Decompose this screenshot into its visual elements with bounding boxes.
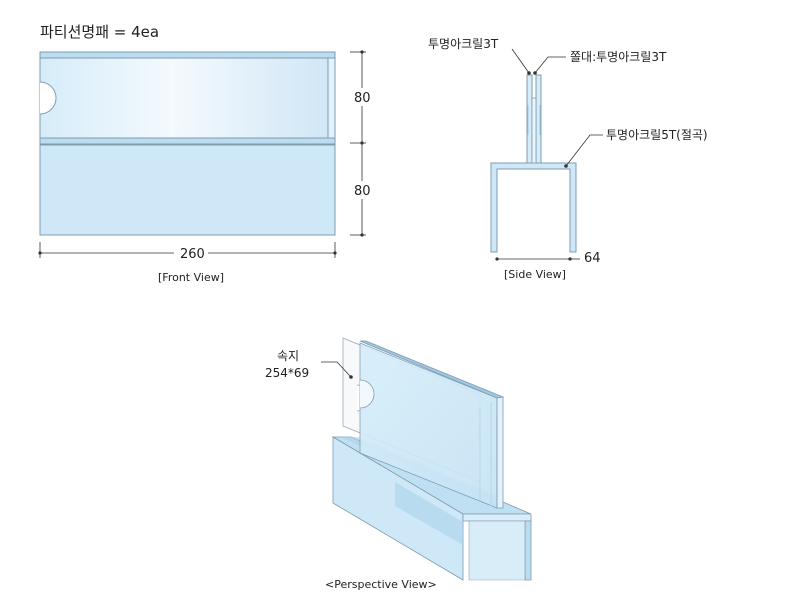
front-dim-bottom-label: 80 — [354, 184, 371, 199]
front-view: 80 80 260 [Front View] — [38, 50, 374, 284]
front-dim-dot — [360, 50, 364, 54]
persp-base-lip — [462, 513, 532, 522]
side-view-caption: [Side View] — [504, 268, 566, 281]
side-label-bent-acrylic: 투명아크릴5T(절곡) — [606, 128, 708, 142]
persp-stand-right-edge — [496, 396, 504, 509]
side-leader-outer — [511, 48, 530, 74]
front-separator-strip — [39, 137, 336, 145]
persp-paper-label: 속지 — [277, 349, 299, 363]
side-spacer-strip — [531, 97, 537, 164]
front-dim-width-label: 260 — [180, 247, 205, 262]
side-view: 투명아크릴3T 쫄대:투명아크릴3T 투명아크릴5T(절곡) 64 [Side … — [428, 37, 708, 281]
side-leader-bent — [565, 134, 603, 167]
front-view-caption: [Front View] — [158, 271, 224, 284]
persp-paper-size: 254*69 — [265, 366, 309, 380]
persp-base-inner — [395, 482, 463, 545]
side-leader-stand — [534, 56, 566, 74]
perspective-view: 속지 254*69 <Perspective View> — [265, 337, 532, 591]
side-bent-acrylic — [490, 162, 577, 253]
front-dim-dot — [360, 233, 364, 237]
perspective-view-caption: <Perspective View> — [325, 578, 437, 591]
front-top-panel — [39, 51, 336, 146]
persp-base-front — [332, 436, 464, 581]
side-label-outer-acrylic: 투명아크릴3T — [428, 37, 499, 51]
front-top-rim — [39, 51, 336, 59]
front-dim-dot — [38, 251, 42, 255]
front-dim-top-label: 80 — [354, 91, 371, 106]
front-right-edge — [327, 57, 336, 139]
front-base-panel — [39, 139, 336, 236]
persp-paper-leader — [321, 361, 352, 378]
side-label-stand: 쫄대:투명아크릴3T — [570, 50, 667, 64]
persp-base-right-leg — [524, 520, 532, 581]
persp-stand-cutout — [359, 379, 375, 409]
diagram-title: 파티션명패 = 4ea — [40, 23, 159, 41]
front-dim-dot — [360, 141, 364, 145]
front-dim-dot — [333, 251, 337, 255]
persp-base-right-face — [468, 520, 526, 581]
front-thumb-cutout — [39, 81, 57, 115]
side-dim-label: 64 — [584, 251, 601, 266]
